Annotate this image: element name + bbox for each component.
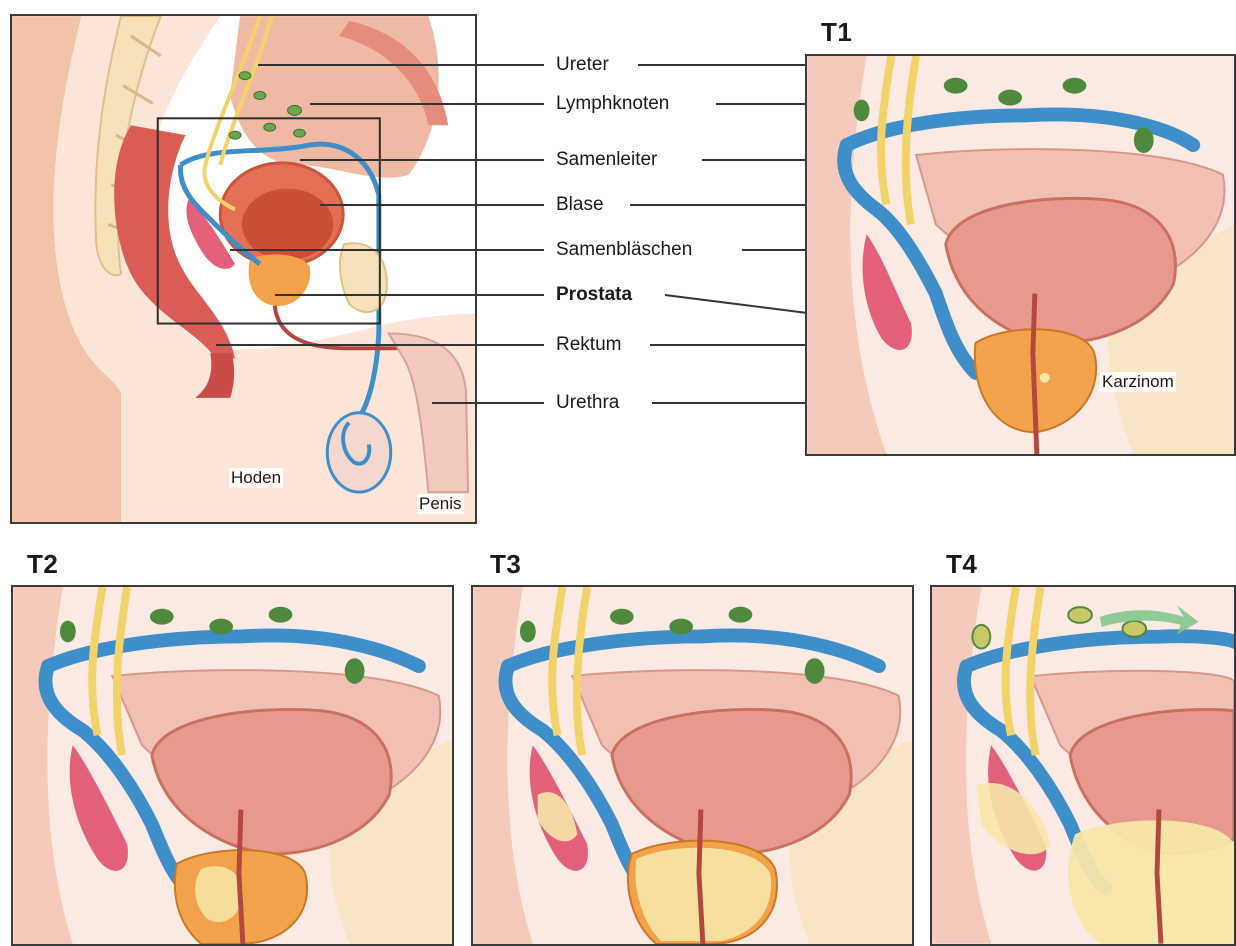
stage-title-t3: T3 (490, 549, 521, 580)
label-urethra: Urethra (556, 392, 619, 414)
t2-illustration (13, 587, 452, 944)
stage-panel-t1 (805, 54, 1236, 456)
stage-title-t4: T4 (946, 549, 977, 580)
label-penis: Penis (417, 494, 464, 514)
label-samenblaeschen: Samenbläschen (556, 239, 692, 261)
label-blase: Blase (556, 194, 604, 216)
t4-illustration (932, 587, 1234, 944)
label-lymphknoten: Lymphknoten (556, 93, 669, 115)
stage-panel-t3 (471, 585, 914, 946)
stage-panel-t4 (930, 585, 1236, 946)
label-prostata: Prostata (556, 284, 632, 306)
t3-illustration (473, 587, 912, 944)
stage-title-t2: T2 (27, 549, 58, 580)
label-samenleiter: Samenleiter (556, 149, 657, 171)
label-rektum: Rektum (556, 334, 621, 356)
label-karzinom: Karzinom (1100, 372, 1176, 392)
label-hoden: Hoden (229, 468, 283, 488)
label-ureter: Ureter (556, 54, 609, 76)
sagittal-anatomy-illustration (12, 16, 475, 522)
stage-panel-t2 (11, 585, 454, 946)
stage-title-t1: T1 (821, 17, 852, 48)
overview-panel: Hoden Penis (10, 14, 477, 524)
t1-illustration (807, 56, 1234, 454)
